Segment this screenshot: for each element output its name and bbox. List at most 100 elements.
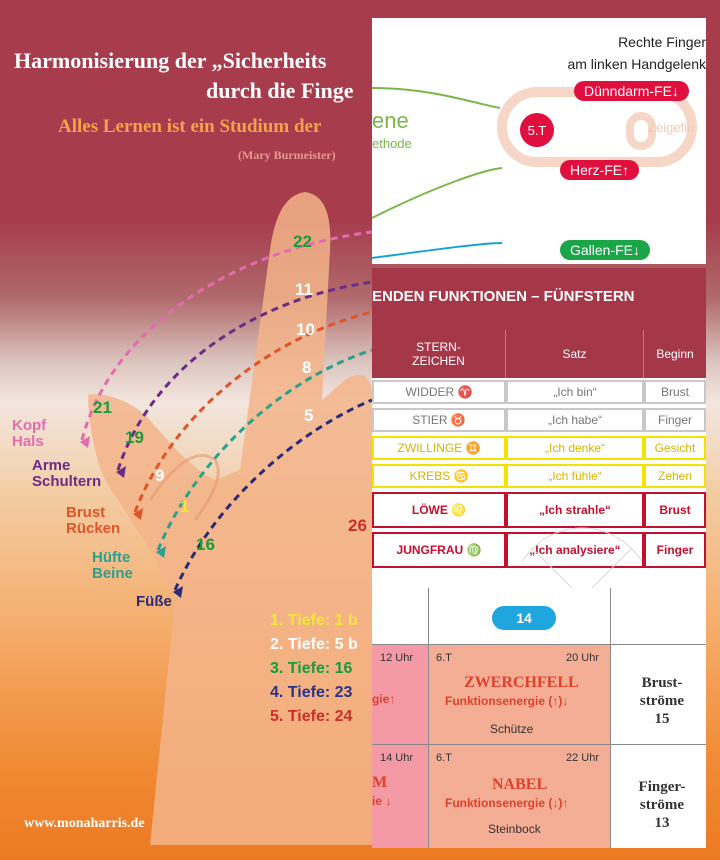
- finger-number: 19: [125, 428, 144, 447]
- step-badge: 5.T: [520, 113, 554, 147]
- poster-title-line1: Harmonisierung der „Sicherheits: [14, 48, 327, 73]
- depth-item: 4. Tiefe: 23: [270, 684, 353, 701]
- arc-navy: [173, 398, 373, 591]
- arc-teal: [156, 348, 373, 551]
- arrow-head-orange: [133, 508, 143, 520]
- left-text-2b: ie ↓: [372, 794, 392, 808]
- table-cell-beginn: Brust: [644, 380, 706, 404]
- poster-title-line2: durch die Finge: [206, 78, 354, 103]
- depth-item: 2. Tiefe: 5 b: [270, 636, 358, 653]
- table-cell-satz: „Ich habe“: [506, 408, 644, 432]
- body-label-line: Brust: [66, 504, 106, 521]
- arrow-head-pink: [80, 436, 90, 448]
- table-cell-satz: „Ich bin“: [506, 380, 644, 404]
- arc-orange: [133, 310, 373, 513]
- body-label-line: Hüfte: [92, 549, 131, 566]
- finger-number: 5: [304, 406, 314, 425]
- left-time-2: 14 Uhr: [380, 752, 414, 764]
- table-cell-satz: „Ich analysiere“: [506, 532, 644, 568]
- arrow-head-navy: [173, 586, 183, 598]
- thumb-shape: [148, 454, 220, 521]
- table-cell-beginn: Finger: [644, 532, 706, 568]
- left-time-1: 12 Uhr: [380, 652, 414, 664]
- table-cell-sign: STIER ♉: [372, 408, 506, 432]
- table-cell-satz: „Ich strahle“: [506, 492, 644, 528]
- table-cell-sign: WIDDER ♈: [372, 380, 506, 404]
- website-link[interactable]: www.monaharris.de: [24, 816, 145, 831]
- finger-number: 16: [196, 535, 215, 554]
- left-text-2a: M: [372, 774, 388, 791]
- column-header-beginn: Beginn: [644, 330, 706, 378]
- left-text-1: gie↑: [372, 692, 396, 706]
- table-cell-sign: LÖWE ♌: [372, 492, 506, 528]
- cell-zwerchfell: [429, 645, 610, 744]
- panel-title-line1: Rechte Finger: [618, 34, 706, 50]
- column-header-satz: Satz: [506, 330, 644, 378]
- table-cell-sign: JUNGFRAU ♍: [372, 532, 506, 568]
- stream-number: 15: [654, 711, 670, 727]
- table-cell-sign: ZWILLINGE ♊: [372, 436, 506, 460]
- step-number-2: 6.T: [436, 752, 452, 764]
- body-label-line: Beine: [92, 565, 133, 582]
- five-star-table-panel: ENDEN FUNKTIONEN – FÜNFSTERN STERN- ZEIC…: [372, 268, 706, 590]
- body-label-line: Arme: [32, 457, 71, 474]
- column-divider: [428, 588, 429, 848]
- stream-label-1: Brust- ströme 15: [622, 674, 702, 728]
- body-label-line: Kopf: [12, 417, 47, 434]
- dunndarm-label: Dünndarm-FE↓: [574, 81, 689, 101]
- stream-line: ströme: [639, 693, 685, 709]
- partial-subheading: ethode: [372, 136, 412, 151]
- cell-left-1: [372, 645, 428, 744]
- finger-number: 9: [155, 466, 165, 485]
- row-divider: [372, 744, 706, 745]
- body-label-line: Schultern: [32, 473, 102, 490]
- function-energy-1: Funktionsenergie (↑)↓: [445, 694, 569, 708]
- depth-item: 3. Tiefe: 16: [270, 660, 353, 677]
- table-cell-satz: „Ich denke“: [506, 436, 644, 460]
- stream-line: Finger-: [638, 779, 686, 795]
- finger-hold-panel: Rechte Finger am linken Handgelenk Dünnd…: [372, 18, 706, 264]
- step-bubble: 14: [492, 606, 556, 630]
- time-1: 20 Uhr: [566, 652, 600, 664]
- body-label-head: Kopf Hals: [12, 418, 46, 450]
- decorative-circle: [522, 527, 642, 590]
- cell-left-2: [372, 745, 428, 848]
- table-cell-satz: „Ich fühle“: [506, 464, 644, 488]
- stream-label-2: Finger- ströme 13: [622, 778, 702, 832]
- body-label-line: Rücken: [66, 520, 121, 537]
- zodiac-sign-1: Schütze: [490, 722, 534, 736]
- table-cell-beginn: Zehen: [644, 464, 706, 488]
- table-header-band: [372, 268, 706, 330]
- stream-line: ströme: [639, 797, 685, 813]
- body-label-feet: Füße: [136, 594, 172, 610]
- finger-number: 1: [180, 497, 190, 516]
- gallen-label: Gallen-FE↓: [560, 240, 651, 260]
- partial-heading: ene: [372, 108, 409, 133]
- body-label-line: Füße: [136, 593, 172, 610]
- table-cell-sign: KREBS ♋: [372, 464, 506, 488]
- function-energy-2: Funktionsenergie (↓)↑: [445, 796, 569, 810]
- column-header-sign: STERN- ZEICHEN: [372, 330, 506, 378]
- organ-name-1: ZWERCHFELL: [464, 674, 579, 691]
- hand-shape: [88, 192, 372, 845]
- depth-item: 5. Tiefe: 24: [270, 708, 353, 725]
- table-cell-beginn: Brust: [644, 492, 706, 528]
- finger-label: Zeigefin: [648, 120, 695, 135]
- poster-subtitle: Alles Lernen ist ein Studium der: [58, 116, 322, 137]
- arrow-head-teal: [156, 546, 166, 558]
- column-divider: [610, 588, 611, 848]
- finger-number: 11: [295, 280, 313, 299]
- arc-purple: [116, 280, 373, 471]
- body-label-arms: Arme Schultern: [32, 458, 101, 490]
- body-label-line: Hals: [12, 433, 44, 450]
- step-number-1: 6.T: [436, 652, 452, 664]
- finger-number: 10: [296, 320, 315, 339]
- zodiac-sign-2: Steinbock: [488, 822, 541, 836]
- row-divider: [372, 644, 706, 645]
- cell-nabel: [429, 745, 610, 848]
- table-title: ENDEN FUNKTIONEN – FÜNFSTERN: [372, 288, 635, 305]
- stream-number: 13: [654, 815, 670, 831]
- table-cell-beginn: Gesicht: [644, 436, 706, 460]
- finger-number: 21: [93, 398, 112, 417]
